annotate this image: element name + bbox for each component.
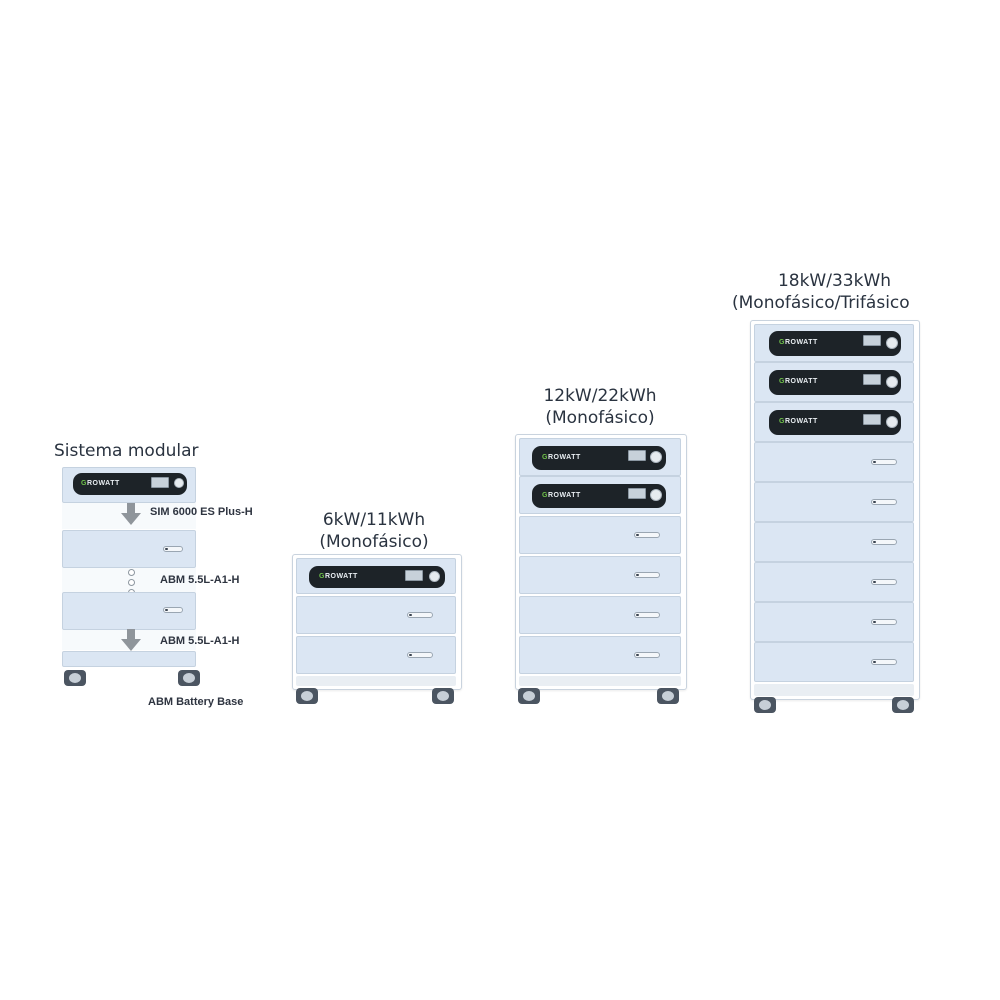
control-knob [174, 478, 184, 488]
config-2-caption-line2: (Monofásico) [545, 408, 655, 428]
module-handle [634, 612, 660, 618]
growatt-logo: GROWATT [779, 418, 818, 425]
battery-module [754, 642, 914, 682]
battery-module [519, 636, 681, 674]
growatt-logo: GROWATT [81, 480, 120, 487]
lcd-screen [628, 488, 646, 499]
battery-module [62, 530, 196, 568]
module-handle [634, 532, 660, 538]
growatt-logo: GROWATT [319, 573, 358, 580]
control-knob [650, 489, 662, 501]
battery-module [754, 562, 914, 602]
inverter-module: GROWATT [62, 467, 196, 503]
inverter-display-bar: GROWATT [73, 473, 187, 495]
inverter-display-bar: GROWATT [769, 410, 901, 435]
modular-title: Sistema modular [54, 441, 199, 461]
inverter-module: GROWATT [754, 324, 914, 362]
caster-wheel-icon [64, 670, 86, 686]
inverter-display-bar: GROWATT [769, 331, 901, 356]
battery-module [519, 516, 681, 554]
inverter-label: SIM 6000 ES Plus-H [150, 506, 253, 518]
battery-1-label: ABM 5.5L-A1-H [160, 574, 240, 586]
config-2-caption-line1: 12kW/22kWh [543, 386, 657, 406]
base-label: ABM Battery Base [148, 696, 244, 708]
battery-base [62, 651, 196, 667]
config-3-caption-line1: 18kW/33kWh [777, 271, 892, 291]
caster-wheel-icon [892, 697, 914, 713]
module-handle [871, 659, 897, 665]
battery-module [754, 602, 914, 642]
inverter-display-bar: GROWATT [309, 566, 445, 588]
module-handle [871, 539, 897, 545]
caster-wheel-icon [178, 670, 200, 686]
config-1-caption-line1: 6kW/11kWh [322, 510, 426, 530]
battery-2-label: ABM 5.5L-A1-H [160, 635, 240, 647]
control-knob [886, 376, 898, 388]
lcd-screen [863, 374, 881, 385]
inverter-module: GROWATT [754, 402, 914, 442]
battery-module [296, 636, 456, 674]
lcd-screen [628, 450, 646, 461]
down-arrow-icon [121, 629, 141, 655]
lcd-screen [863, 414, 881, 425]
down-arrow-icon [121, 503, 141, 529]
lcd-screen [405, 570, 423, 581]
caster-wheel-icon [657, 688, 679, 704]
module-handle [407, 612, 433, 618]
control-knob [886, 416, 898, 428]
battery-module [519, 596, 681, 634]
inverter-module: GROWATT [519, 476, 681, 514]
module-handle [871, 499, 897, 505]
battery-module [754, 442, 914, 482]
caster-wheel-icon [432, 688, 454, 704]
module-handle [871, 579, 897, 585]
module-handle [163, 607, 183, 613]
battery-module [519, 556, 681, 594]
battery-module [62, 592, 196, 630]
caster-wheel-icon [518, 688, 540, 704]
growatt-logo: GROWATT [542, 454, 581, 461]
module-handle [871, 459, 897, 465]
module-handle [871, 619, 897, 625]
lcd-screen [863, 335, 881, 346]
battery-module [754, 482, 914, 522]
control-knob [650, 451, 662, 463]
inverter-module: GROWATT [296, 558, 456, 594]
inverter-display-bar: GROWATT [769, 370, 901, 395]
inverter-module: GROWATT [754, 362, 914, 402]
growatt-logo: GROWATT [542, 492, 581, 499]
caster-wheel-icon [296, 688, 318, 704]
control-knob [429, 571, 440, 582]
module-handle [163, 546, 183, 552]
caster-wheel-icon [754, 697, 776, 713]
config-3-caption-line2: (Monofásico/Trifásico [732, 293, 910, 313]
module-handle [634, 652, 660, 658]
battery-base [754, 684, 914, 696]
module-handle [634, 572, 660, 578]
battery-module [296, 596, 456, 634]
growatt-logo: GROWATT [779, 378, 818, 385]
battery-module [754, 522, 914, 562]
lcd-screen [151, 477, 169, 488]
battery-base [519, 676, 681, 686]
battery-base [296, 676, 456, 686]
inverter-display-bar: GROWATT [532, 446, 666, 470]
inverter-display-bar: GROWATT [532, 484, 666, 508]
growatt-logo: GROWATT [779, 339, 818, 346]
inverter-module: GROWATT [519, 438, 681, 476]
config-1-caption-line2: (Monofásico) [319, 532, 429, 552]
control-knob [886, 337, 898, 349]
module-handle [407, 652, 433, 658]
